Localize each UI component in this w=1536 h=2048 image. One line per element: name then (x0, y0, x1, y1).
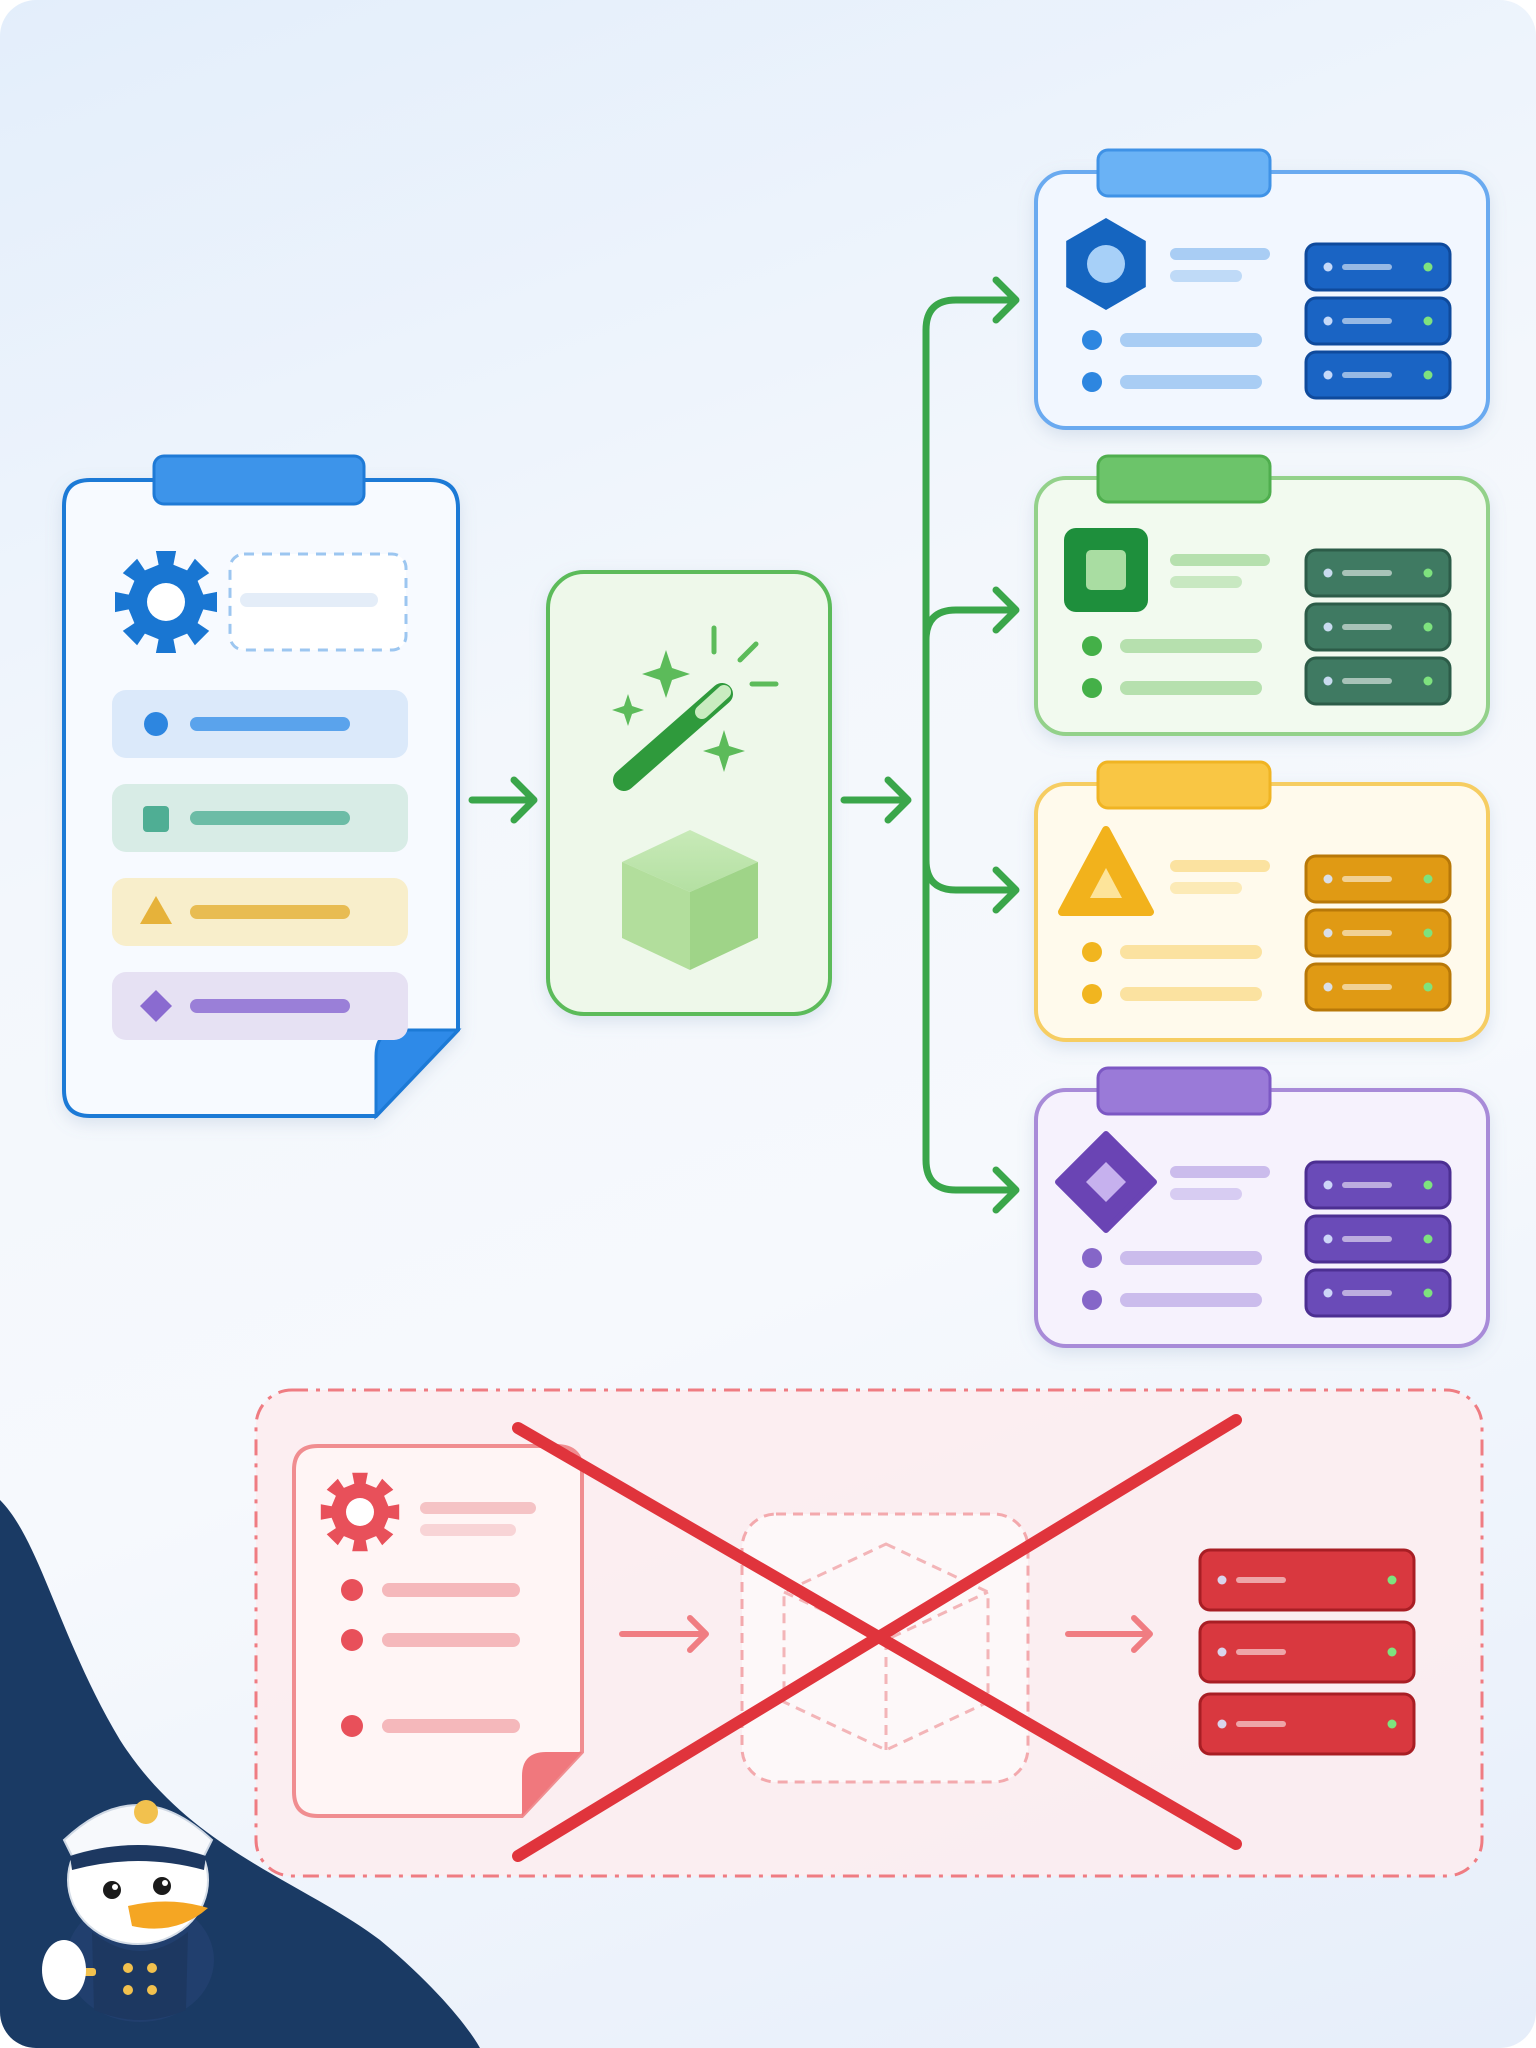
instance-card-line (1120, 639, 1262, 653)
instance-card-line (1120, 1251, 1262, 1265)
config-tab (152, 454, 366, 506)
diamond-icon (1055, 1131, 1157, 1233)
instance-card-line (1170, 1188, 1242, 1200)
failed-factory (740, 1512, 1030, 1784)
instance-card-yellow (1034, 760, 1490, 1042)
instance-card-line (1170, 554, 1270, 566)
cube-icon (622, 830, 758, 970)
cross-icon (512, 1414, 1242, 1862)
instance-card-tab (1096, 148, 1272, 198)
instance-card-dot (1082, 984, 1102, 1004)
arrow-factory-to-instances (840, 276, 1020, 1214)
triangle-icon (140, 896, 172, 924)
failed-arrow-2 (1065, 1615, 1153, 1653)
server-unit (1198, 1692, 1416, 1756)
instance-card-dot (1082, 1290, 1102, 1310)
config-item-list (112, 690, 408, 1040)
instance-card-tab (1096, 760, 1272, 810)
instance-card-dot (1082, 372, 1102, 392)
instance-card-line (1170, 860, 1270, 872)
circle-icon (144, 712, 168, 736)
failed-server-stack (1198, 1548, 1416, 1756)
instance-card-tab (1096, 454, 1272, 504)
server-stack-icon (1304, 548, 1452, 706)
magic-wand-icon (612, 625, 779, 791)
server-stack-icon (1304, 242, 1452, 400)
instance-card-dot (1082, 678, 1102, 698)
instance-card-line (1170, 882, 1242, 894)
instance-card-line (1170, 1166, 1270, 1178)
square-icon (143, 806, 169, 832)
square-icon (1064, 528, 1148, 612)
instance-card-line (1120, 945, 1262, 959)
instance-card-line (1120, 1293, 1262, 1307)
duck-captain-mascot (42, 1800, 214, 2022)
instance-card-blue (1034, 148, 1490, 430)
failed-doc-line (420, 1524, 516, 1536)
hexagon-icon (1066, 218, 1146, 310)
instance-card-line (1170, 248, 1270, 260)
config-item-line (190, 905, 350, 919)
server-unit (1198, 1620, 1416, 1684)
instance-card-line (1120, 681, 1262, 695)
server-stack-icon (1304, 1160, 1452, 1318)
gear-icon (320, 1472, 400, 1552)
server-unit (1198, 1548, 1416, 1612)
instance-card-dot (1082, 1248, 1102, 1268)
instance-card-line (1170, 576, 1242, 588)
triangle-icon (1058, 826, 1154, 916)
config-placeholder-line (240, 593, 378, 607)
instance-card-green (1034, 454, 1490, 736)
failed-doc-line (420, 1502, 536, 1514)
gear-icon (115, 551, 217, 653)
instance-card-dot (1082, 636, 1102, 656)
instance-card-dot (1082, 330, 1102, 350)
config-item-line (190, 717, 350, 731)
instance-card-tab (1096, 1066, 1272, 1116)
config-item-line (190, 811, 350, 825)
config-item-line (190, 999, 350, 1013)
instance-card-line (1170, 270, 1242, 282)
instance-card-line (1120, 333, 1262, 347)
instance-card-list (1034, 148, 1490, 1348)
failed-doc-items (341, 1579, 520, 1737)
diamond-icon (140, 990, 172, 1022)
instance-card-dot (1082, 942, 1102, 962)
server-stack-icon (1304, 854, 1452, 1012)
instance-card-purple (1034, 1066, 1490, 1348)
failed-arrow-1 (619, 1615, 709, 1653)
instance-card-line (1120, 987, 1262, 1001)
arrow-config-to-factory (468, 776, 538, 824)
instance-card-line (1120, 375, 1262, 389)
